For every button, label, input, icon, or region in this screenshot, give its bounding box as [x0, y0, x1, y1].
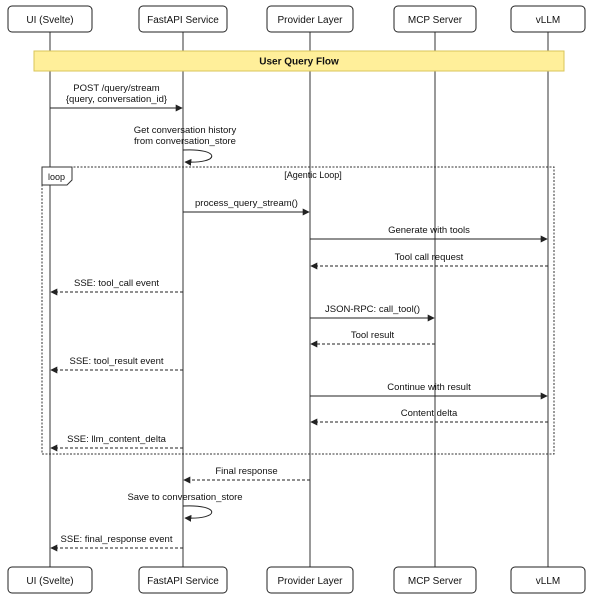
participant-label: vLLM	[536, 15, 560, 26]
message-label: SSE: tool_result event	[70, 356, 164, 367]
message-label: POST /query/stream	[73, 83, 159, 94]
message-14: Save to conversation_store	[127, 492, 243, 522]
participant-provider-bottom: Provider Layer	[266, 566, 354, 594]
message-label: Final response	[215, 466, 277, 477]
participant-mcp-bottom: MCP Server	[393, 566, 477, 594]
message-9: SSE: tool_result event	[50, 356, 183, 374]
participant-box	[510, 5, 586, 33]
message-label: process_query_stream()	[195, 198, 298, 209]
message-label: Get conversation history	[134, 125, 237, 136]
loop-frame: loop [Agentic Loop]	[41, 166, 555, 455]
participant-label: FastAPI Service	[147, 576, 219, 587]
participant-box	[138, 5, 228, 33]
participant-label: vLLM	[536, 576, 560, 587]
message-6: SSE: tool_call event	[50, 278, 183, 296]
message-label: JSON-RPC: call_tool()	[325, 304, 420, 315]
message-label: Generate with tools	[388, 225, 470, 236]
message-13: Final response	[183, 466, 310, 484]
message-label: SSE: tool_call event	[74, 278, 159, 289]
message-label: Continue with result	[387, 382, 471, 393]
message-12: SSE: llm_content_delta	[50, 434, 183, 452]
participant-vllm-bottom: vLLM	[510, 566, 586, 594]
message-label: Content delta	[401, 408, 458, 419]
messages: POST /query/stream{query, conversation_i…	[50, 83, 548, 552]
message-7: JSON-RPC: call_tool()	[310, 304, 435, 322]
message-11: Content delta	[310, 408, 548, 426]
message-label: Tool result	[351, 330, 395, 341]
participant-label: Provider Layer	[277, 15, 343, 26]
note-text: User Query Flow	[259, 57, 339, 68]
message-3: process_query_stream()	[183, 198, 310, 216]
message-label: SSE: final_response event	[61, 534, 173, 545]
participant-label: UI (Svelte)	[26, 15, 73, 26]
loop-tag-text: loop	[48, 172, 65, 182]
participant-box	[266, 566, 354, 594]
participant-mcp-top: MCP Server	[393, 5, 477, 33]
message-15: SSE: final_response event	[50, 534, 183, 552]
self-message-arrow	[182, 505, 213, 522]
participant-fastapi-bottom: FastAPI Service	[138, 566, 228, 594]
participant-fastapi-top: FastAPI Service	[138, 5, 228, 33]
participant-label: Provider Layer	[277, 576, 343, 587]
note: User Query Flow	[33, 50, 565, 72]
participant-ui-bottom: UI (Svelte)	[7, 566, 93, 594]
loop-title: [Agentic Loop]	[284, 170, 342, 180]
message-label: Save to conversation_store	[127, 492, 242, 503]
participant-label: MCP Server	[408, 576, 463, 587]
participant-box	[393, 5, 477, 33]
message-label: SSE: llm_content_delta	[67, 434, 166, 445]
self-message-arrow	[182, 149, 213, 166]
lifelines	[49, 32, 549, 567]
participant-box	[266, 5, 354, 33]
participant-label: FastAPI Service	[147, 15, 219, 26]
participant-box	[7, 5, 93, 33]
message-label: from conversation_store	[134, 136, 236, 147]
participant-box	[138, 566, 228, 594]
message-label: {query, conversation_id}	[66, 94, 167, 105]
message-5: Tool call request	[310, 252, 548, 270]
participant-box	[393, 566, 477, 594]
participant-label: UI (Svelte)	[26, 576, 73, 587]
participant-provider-top: Provider Layer	[266, 5, 354, 33]
message-label: Tool call request	[395, 252, 464, 263]
message-1: POST /query/stream{query, conversation_i…	[50, 83, 183, 112]
message-10: Continue with result	[310, 382, 548, 400]
loop-box	[41, 166, 555, 455]
participants: UI (Svelte)UI (Svelte)FastAPI ServiceFas…	[7, 5, 586, 594]
loop-tag	[41, 166, 73, 186]
message-8: Tool result	[310, 330, 435, 348]
participant-vllm-top: vLLM	[510, 5, 586, 33]
participant-label: MCP Server	[408, 15, 463, 26]
message-4: Generate with tools	[310, 225, 548, 243]
participant-box	[7, 566, 93, 594]
note-box	[33, 50, 565, 72]
participant-ui-top: UI (Svelte)	[7, 5, 93, 33]
participant-box	[510, 566, 586, 594]
